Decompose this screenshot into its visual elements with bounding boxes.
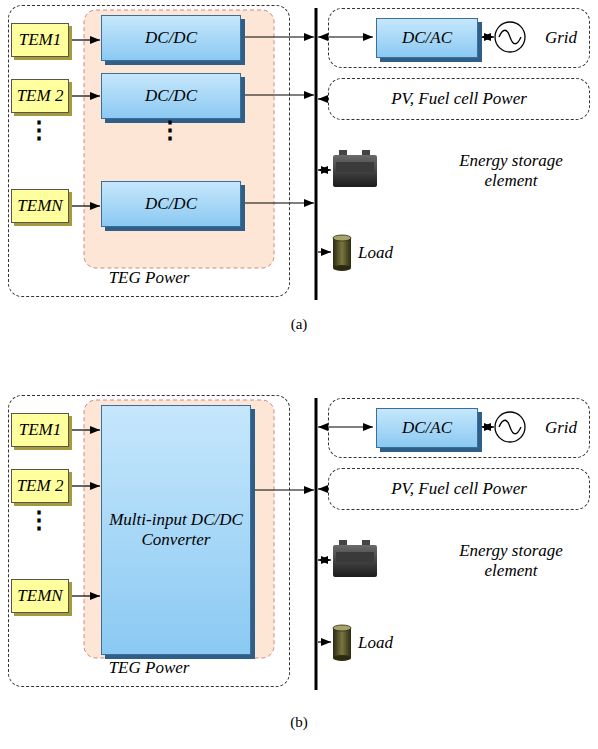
- ellipsis-mark: ⋮: [145, 118, 195, 142]
- inverter-box: DC/AC: [376, 408, 478, 448]
- node-text: TEM1: [19, 30, 62, 50]
- module-box: TEM1: [11, 413, 69, 447]
- arrow-connector: [72, 95, 100, 96]
- node-text: Grid: [545, 28, 577, 48]
- node-text: Load: [358, 243, 393, 263]
- ellipsis-mark: ⋮: [14, 508, 64, 532]
- converter-box: DC/DC: [101, 73, 241, 119]
- converter-box: DC/DC: [101, 15, 241, 61]
- source-region: PV, Fuel cell Power: [328, 468, 590, 510]
- node-text: DC/DC: [145, 194, 197, 214]
- node-text: Load: [358, 633, 393, 653]
- node-text: Grid: [545, 418, 577, 438]
- arrow-connector: [72, 595, 100, 596]
- grid-region: Grid DC/AC: [328, 8, 590, 68]
- node-text: TEMN: [17, 586, 62, 606]
- storage-label: Energy storage element: [438, 536, 584, 586]
- storage-label: Energy storage element: [438, 146, 584, 196]
- node-text: PV, Fuel cell Power: [391, 479, 527, 499]
- arrow-connector: [72, 485, 100, 486]
- module-box: TEM1: [11, 23, 69, 57]
- node-text: TEM 2: [17, 476, 64, 496]
- caption-label: (b): [274, 714, 324, 731]
- module-box: TEMN: [11, 579, 69, 613]
- module-box: TEM 2: [11, 469, 69, 503]
- node-text: Multi-input DC/DC Converter: [102, 510, 250, 549]
- inverter-box: DC/AC: [376, 18, 478, 58]
- group-box: TEG PowerTEM1DC/DCTEM 2DC/DCTEMNDC/DC: [8, 5, 290, 297]
- node-text: TEG Power: [109, 268, 190, 288]
- module-box: TEMN: [11, 189, 69, 223]
- node-text: Energy storage element: [438, 541, 584, 580]
- source-region: PV, Fuel cell Power: [328, 78, 590, 120]
- arrow-connector: [72, 205, 100, 206]
- node-text: TEM 2: [17, 86, 64, 106]
- node-text: DC/AC: [402, 28, 452, 48]
- node-text: DC/DC: [145, 28, 197, 48]
- node-text: DC/AC: [402, 418, 452, 438]
- node-text: TEM1: [19, 420, 62, 440]
- group-box: TEG Power TEM1TEM 2 TEMN Multi-input DC/DC …: [8, 395, 290, 687]
- load-label: Load: [358, 630, 428, 656]
- caption-label: (a): [274, 316, 324, 333]
- node-text: TEMN: [17, 196, 62, 216]
- ellipsis-mark: ⋮: [14, 118, 64, 142]
- node-text: TEG Power: [109, 658, 190, 678]
- load-label: Load: [358, 240, 428, 266]
- arrow-connector: [72, 39, 100, 40]
- node-text: PV, Fuel cell Power: [391, 89, 527, 109]
- node-text: Energy storage element: [438, 151, 584, 190]
- converter-box: DC/DC: [101, 181, 241, 227]
- node-text: DC/DC: [145, 86, 197, 106]
- arrow-connector: [72, 429, 100, 430]
- converter-box: Multi-input DC/DC Converter: [101, 405, 251, 655]
- grid-region: Grid DC/AC: [328, 398, 590, 458]
- module-box: TEM 2: [11, 79, 69, 113]
